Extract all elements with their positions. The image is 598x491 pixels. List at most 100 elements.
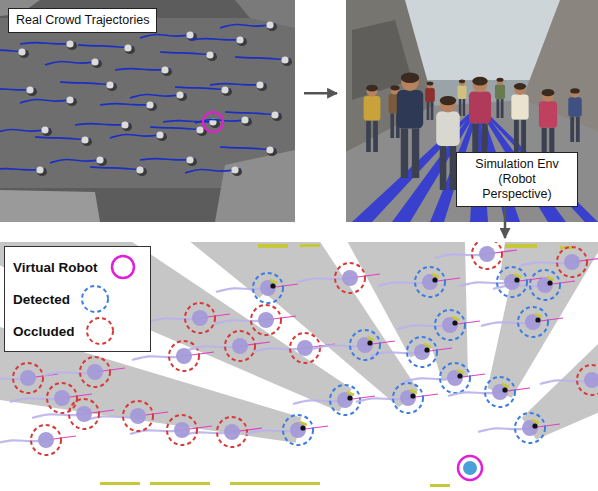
flow-arrow [505, 204, 506, 238]
flow-arrow [504, 204, 507, 238]
occlusion-map [452, 317, 459, 320]
crowd-photo [281, 56, 288, 63]
legend-symbol [83, 315, 117, 347]
simulation-render [459, 80, 465, 86]
occlusion-map [472, 242, 502, 269]
occlusion-map [330, 385, 360, 415]
occlusion-map [251, 305, 281, 335]
simulation-render [472, 77, 487, 86]
crowd-photo [0, 190, 100, 222]
occlusion-map [342, 270, 358, 286]
occlusion-map [514, 277, 519, 282]
occlusion-map [100, 482, 140, 485]
crowd-photo [136, 166, 143, 173]
crowd-photo [221, 86, 228, 93]
occlusion-map [47, 383, 77, 413]
occlusion-map [535, 314, 542, 317]
crowd-photo [176, 91, 183, 98]
occlusion-map [452, 320, 457, 325]
simulation-render [412, 129, 419, 179]
occlusion-map [432, 274, 439, 277]
legend-symbol [112, 256, 134, 278]
occlusion-map [485, 377, 515, 407]
crowd-photo [121, 121, 128, 128]
crowd-photo [156, 131, 163, 138]
occlusion-map [497, 267, 527, 297]
robot-marker [203, 112, 223, 132]
occlusion-map [532, 420, 539, 423]
legend-symbol [82, 286, 108, 312]
panel-label: Real Crowd Trajectories [8, 8, 157, 33]
occlusion-map [577, 365, 598, 395]
simulation-render [514, 120, 519, 152]
occlusion-map [192, 310, 208, 326]
occlusion-map [505, 244, 537, 248]
crowd-photo [196, 126, 203, 133]
crowd-photo [146, 101, 153, 108]
occlusion-map [414, 344, 430, 360]
crowd-photo [241, 116, 248, 123]
simulation-render [496, 99, 499, 118]
simulation-render [431, 102, 434, 120]
crowd-photo [256, 81, 263, 88]
occlusion-map [20, 370, 36, 386]
occlusion-map [290, 422, 306, 438]
legend-label: Occluded [13, 324, 75, 339]
simulation-render [496, 78, 503, 82]
crowd-photo [18, 48, 25, 55]
flow-arrow [304, 92, 337, 95]
occlusion-map [530, 270, 560, 300]
simulation-render [473, 77, 488, 92]
simulation-render [576, 117, 580, 142]
occlusion-map [150, 482, 210, 485]
occlusion-map [457, 373, 462, 378]
crowd-photo [96, 156, 103, 163]
simulation-render [539, 101, 557, 128]
crowd-photo [231, 166, 238, 173]
occlusion-map [130, 408, 146, 424]
occlusion-map [54, 390, 70, 406]
occlusion-map [514, 274, 521, 277]
legend-box: Virtual RobotDetectedOccluded [4, 246, 151, 352]
legend-row: Virtual Robot [13, 251, 140, 283]
occlusion-map [174, 422, 190, 438]
occlusion-map [224, 424, 240, 440]
occlusion-map [258, 312, 274, 328]
occlusion-map [502, 387, 507, 392]
occlusion-map [367, 340, 372, 345]
simulation-render [366, 121, 371, 153]
occlusion-map [300, 244, 320, 247]
simulation-render [390, 113, 394, 138]
occlusion-map [357, 337, 373, 353]
crowd-photo [266, 21, 273, 28]
legend-symbol [78, 283, 112, 315]
occlusion-map [479, 246, 495, 262]
occlusion-map [347, 395, 352, 400]
occlusion-map [225, 331, 255, 361]
occlusion-map [492, 384, 508, 400]
crowd-photo [66, 40, 73, 47]
crowd-photo [66, 96, 73, 103]
simulation-render [459, 80, 465, 84]
occlusion-map [300, 422, 307, 425]
occlusion-map [440, 363, 470, 393]
legend-row: Occluded [13, 315, 140, 347]
simulation-render [457, 86, 466, 99]
simulation-render [352, 20, 412, 100]
occlusion-map [407, 337, 437, 367]
simulation-render [427, 102, 430, 120]
simulation-render [401, 129, 408, 179]
occlusion-map [547, 280, 552, 285]
robot-marker [458, 456, 482, 480]
simulation-render [364, 96, 381, 121]
occlusion-map [80, 357, 110, 387]
simulation-render [436, 112, 460, 146]
occlusion-map [415, 267, 445, 297]
simulation-render [568, 97, 581, 117]
crowd-photo [36, 166, 43, 173]
occlusion-map [367, 337, 374, 340]
simulation-render [440, 146, 447, 190]
simulation-render [571, 89, 580, 98]
simulation-render [463, 99, 466, 116]
